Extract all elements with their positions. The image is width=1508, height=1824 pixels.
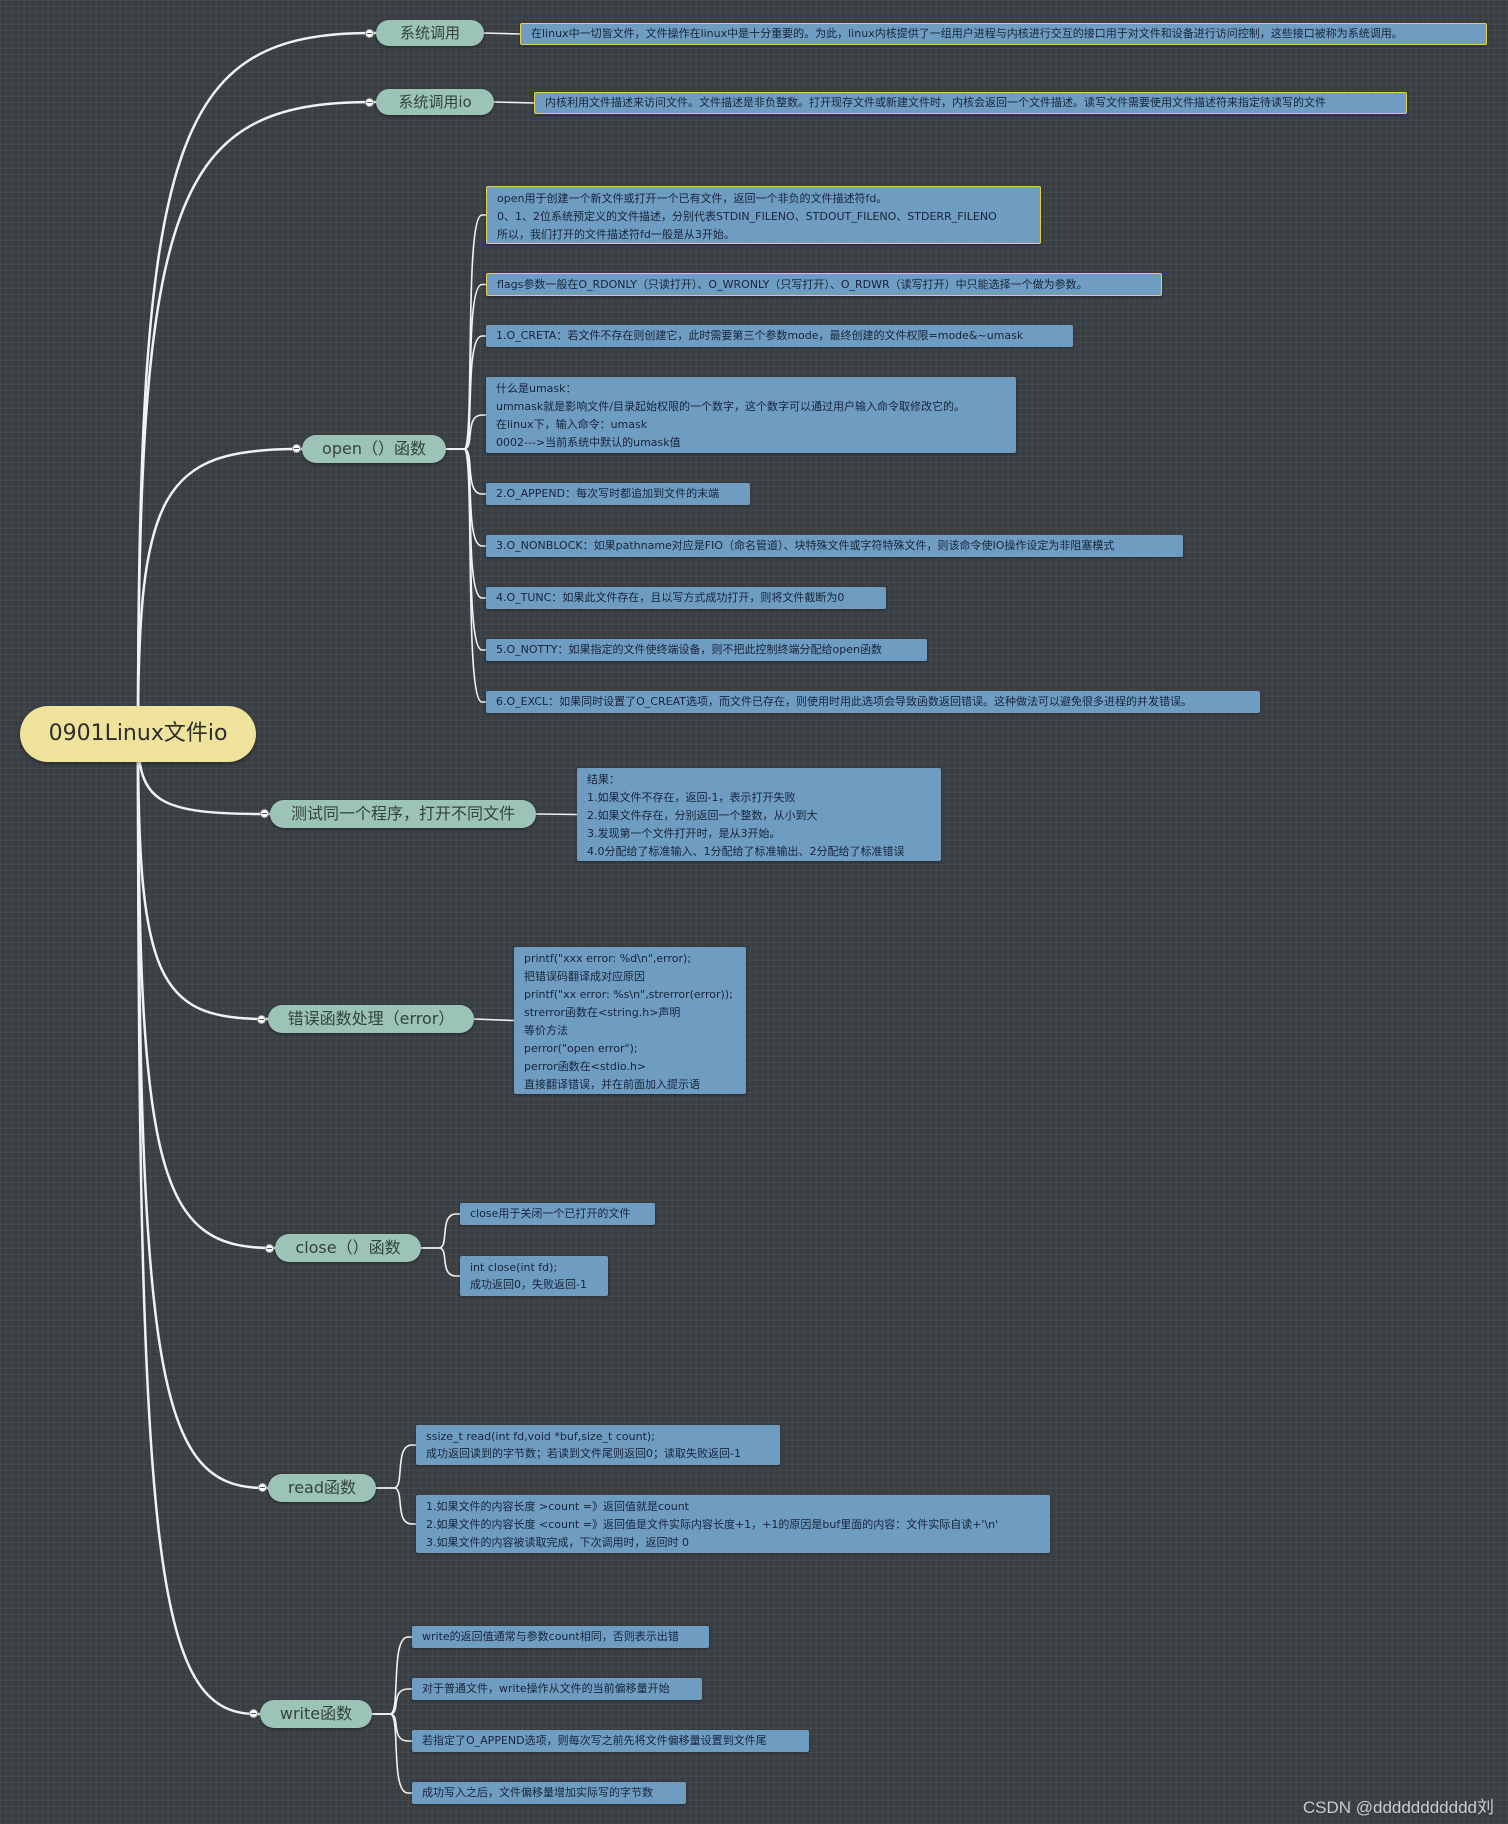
connector-line [375, 1444, 417, 1489]
topic-write-function[interactable]: write函数 [260, 1700, 372, 1728]
note-o-excl: 6.O_EXCL：如果同时设置了O_CREAT选项，而文件已存在，则使用时用此选… [486, 691, 1260, 713]
connector-line [371, 1713, 413, 1794]
topic-syscall-io[interactable]: 系统调用io [376, 89, 494, 115]
collapse-icon[interactable] [260, 809, 269, 818]
note-close-signature: int close(int fd); 成功返回0，失败返回-1 [460, 1256, 608, 1296]
note-o-append: 2.O_APPEND：每次写时都追加到文件的末端 [486, 483, 750, 505]
note-o-nonblock: 3.O_NONBLOCK：如果pathname对应是FIO（命名管道）、块特殊文… [486, 535, 1183, 557]
note-o-tunc: 4.O_TUNC：如果此文件存在，且以写方式成功打开，则将文件截断为0 [486, 587, 886, 609]
note-file-descriptor: 内核利用文件描述来访问文件。文件描述是非负整数。打开现存文件或新建文件时，内核会… [534, 92, 1407, 114]
connector-line [445, 335, 487, 450]
connector-line [445, 448, 487, 547]
note-open-flags: flags参数一般在O_RDONLY（只读打开）、O_WRONLY（只写打开）、… [486, 273, 1162, 296]
connector-line [535, 813, 578, 816]
connector-line [445, 448, 487, 599]
connector-line [420, 1247, 461, 1277]
note-syscall-definition: 在linux中一切皆文件，文件操作在linux中是十分重要的。为此，linux内… [520, 23, 1487, 45]
topic-error-handling[interactable]: 错误函数处理（error） [268, 1005, 474, 1033]
connector-line [136, 447, 300, 736]
connector-line [420, 1213, 461, 1249]
connector-line [445, 448, 487, 703]
connector-line [371, 1636, 413, 1715]
note-read-signature: ssize_t read(int fd,void *buf,size_t cou… [416, 1425, 780, 1465]
collapse-icon[interactable] [292, 444, 301, 453]
connector-line [136, 732, 266, 1021]
connector-line [483, 32, 521, 35]
connector-line [445, 448, 487, 651]
collapse-icon[interactable] [365, 98, 374, 107]
connector-line [473, 1018, 515, 1022]
collapse-icon[interactable] [265, 1244, 274, 1253]
connector-line [445, 214, 487, 450]
note-write-after: 成功写入之后，文件偏移量增加实际写的字节数 [412, 1782, 686, 1804]
connector-line [136, 732, 258, 1716]
watermark: CSDN @ddddddddddd刘 [1302, 1798, 1494, 1817]
note-error-functions: printf("xxx error: %d\n",error); 把错误码翻译成… [514, 947, 746, 1094]
topic-close-function[interactable]: close（）函数 [275, 1234, 421, 1262]
note-write-append: 若指定了O_APPEND选项，则每次写之前先将文件偏移量设置到文件尾 [412, 1730, 809, 1752]
note-test-results: 结果： 1.如果文件不存在，返回-1，表示打开失败 2.如果文件存在，分别返回一… [577, 768, 941, 861]
note-write-offset: 对于普通文件，write操作从文件的当前偏移量开始 [412, 1678, 702, 1700]
connector-line [136, 732, 266, 1490]
collapse-icon[interactable] [258, 1483, 267, 1492]
note-write-return: write的返回值通常与参数count相同，否则表示出错 [412, 1626, 709, 1648]
note-umask: 什么是umask： ummask就是影响文件/目录起始权限的一个数字，这个数字可… [486, 377, 1016, 453]
connector-line [493, 101, 535, 104]
connector-line [375, 1487, 417, 1525]
connector-line [445, 283, 487, 450]
topic-read-function[interactable]: read函数 [268, 1474, 376, 1502]
collapse-icon[interactable] [249, 1709, 258, 1718]
connector-line [371, 1713, 413, 1742]
note-open-overview: open用于创建一个新文件或打开一个已有文件，返回一个非负的文件描述符fd。 0… [486, 186, 1041, 244]
note-o-notty: 5.O_NOTTY：如果指定的文件使终端设备，则不把此控制终端分配给open函数 [486, 639, 927, 661]
topic-syscall[interactable]: 系统调用 [376, 20, 484, 46]
note-close-purpose: close用于关闭一个已打开的文件 [460, 1203, 655, 1225]
collapse-icon[interactable] [365, 29, 374, 38]
connector-line [136, 100, 374, 736]
topic-test-open-files[interactable]: 测试同一个程序，打开不同文件 [270, 800, 536, 828]
collapse-icon[interactable] [257, 1015, 266, 1024]
note-read-return-values: 1.如果文件的内容长度 >count =》返回值就是count 2.如果文件的内… [416, 1495, 1050, 1553]
root-node[interactable]: 0901Linux文件io [20, 706, 256, 762]
connector-line [371, 1688, 413, 1715]
topic-open-function[interactable]: open（）函数 [302, 435, 446, 463]
connector-line [136, 31, 374, 736]
note-o-creat: 1.O_CRETA：若文件不存在则创建它，此时需要第三个参数mode，最终创建的… [486, 325, 1073, 347]
